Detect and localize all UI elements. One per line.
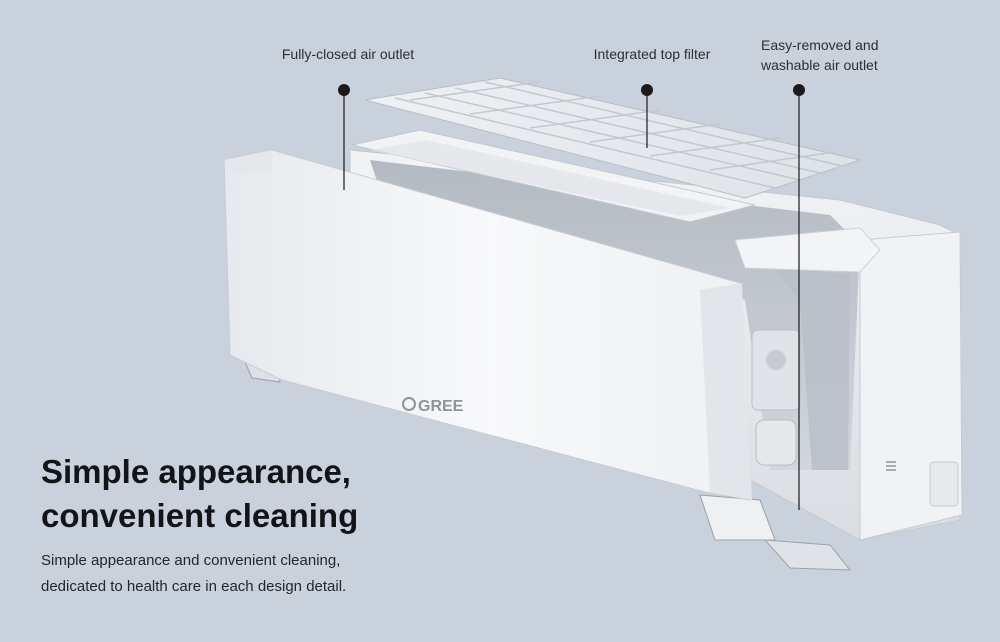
gree-logo: GREE: [402, 397, 464, 415]
description: Simple appearance and convenient cleanin…: [41, 548, 346, 600]
callout-filter-marker: [641, 84, 653, 148]
filter-frame: [351, 129, 756, 223]
svg-text:GREE: GREE: [418, 398, 464, 415]
callout-outlet-label: Fully-closed air outlet: [281, 46, 415, 62]
headline-line1: Simple appearance,: [41, 453, 351, 490]
top-filter-grid: [364, 77, 862, 199]
description-line2: dedicated to health care in each design …: [41, 578, 347, 595]
callout-outlet-marker: [338, 84, 350, 190]
headline: Simple appearance, convenient cleaning: [41, 450, 358, 538]
description-line1: Simple appearance and convenient cleanin…: [41, 552, 341, 569]
callout-filter-label: Integrated top filter: [593, 46, 711, 62]
callout-removable-line2: washable air outlet: [761, 57, 878, 73]
headline-line2: convenient cleaning: [41, 497, 359, 534]
callout-removable-label: Easy-removed and washable air outlet: [761, 35, 879, 75]
front-panel: [223, 149, 752, 501]
callout-removable-line1: Easy-removed and: [761, 37, 879, 53]
airflow-icon: [886, 461, 896, 471]
callout-removable-marker: [793, 84, 805, 510]
